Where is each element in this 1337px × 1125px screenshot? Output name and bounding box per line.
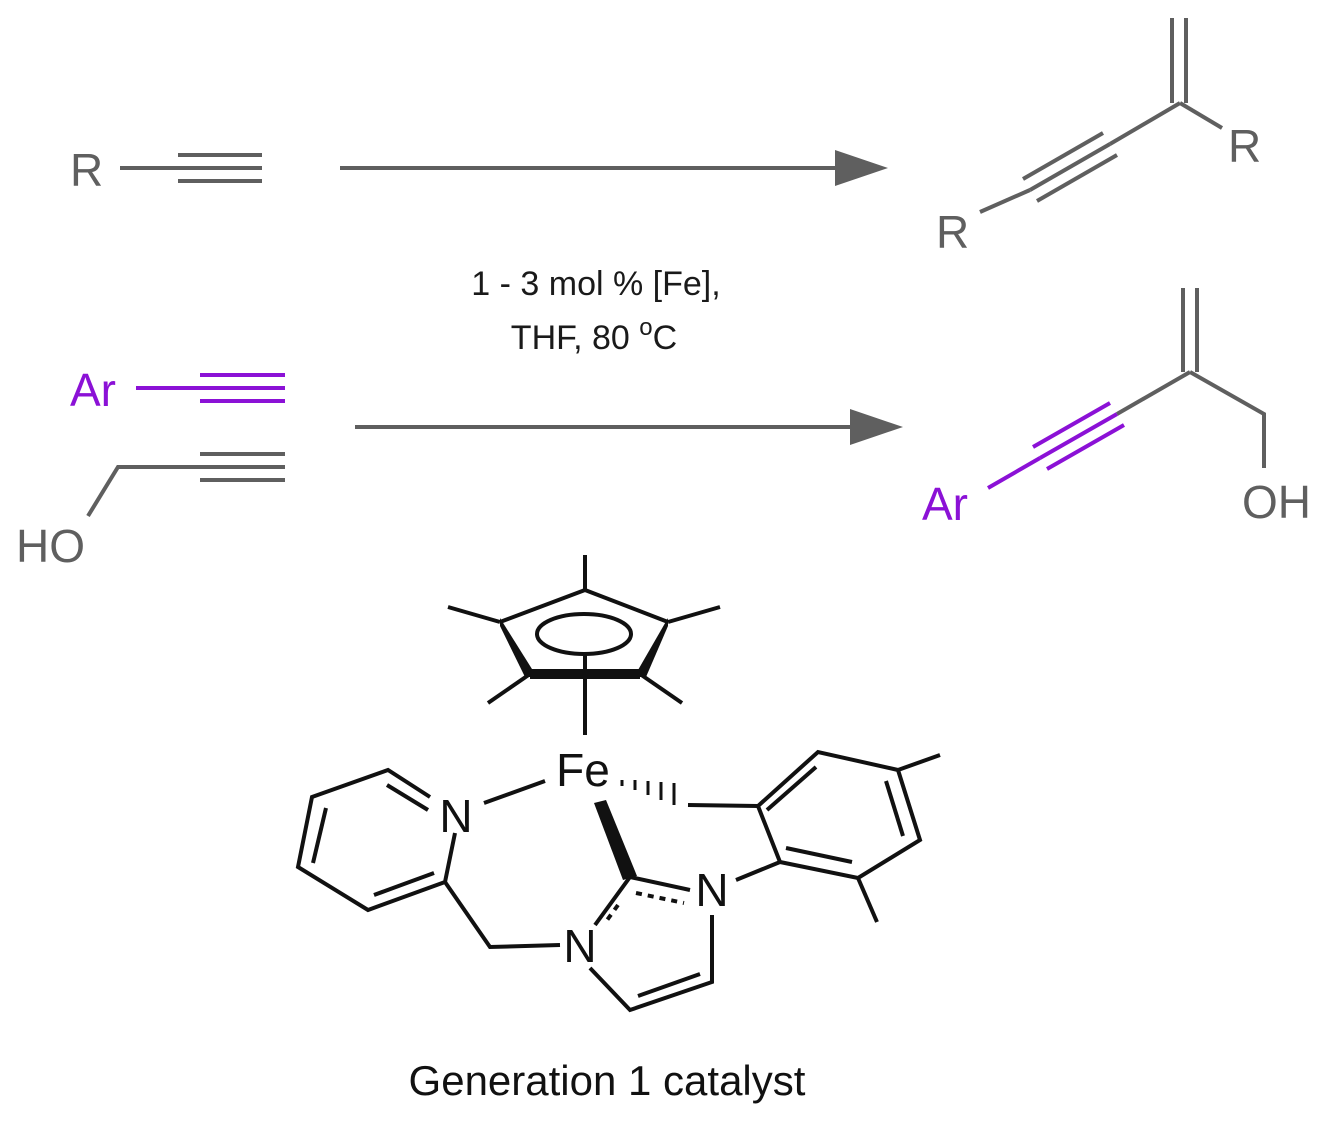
conditions-line-1: 1 - 3 mol % [Fe], (471, 265, 720, 303)
pyridine-double-2 (311, 807, 328, 864)
catalyst-caption: Generation 1 catalyst (409, 1057, 806, 1104)
reaction1-arrow (340, 150, 888, 186)
arrowhead (835, 150, 888, 186)
product-r-bond (1178, 101, 1224, 130)
reaction2-reactant-aryl-alkyne: Ar (70, 364, 285, 416)
product-alkyne-3 (1036, 153, 1118, 203)
pyridine-bonds (295, 767, 457, 913)
imidazole-backbone (588, 915, 714, 1013)
aryl-double-1 (785, 846, 853, 864)
reactant-ar-label: Ar (70, 364, 116, 416)
product2-alkyne-1 (1039, 412, 1118, 460)
reaction2-arrow (355, 409, 903, 445)
c2-n3-partial (635, 891, 685, 905)
c2-n1-bond (593, 875, 632, 927)
reactant-r-label: R (70, 144, 103, 196)
cp-methyl-bottom-right (638, 672, 684, 705)
reaction1-reactant: R (70, 144, 262, 196)
carbene-fe-wedge (594, 800, 637, 880)
conditions-celsius: C (653, 319, 678, 357)
degree-superscript: o (639, 314, 652, 341)
imidazole-n1-label: N (563, 920, 596, 972)
imidazolylidene-ring: N N (563, 800, 729, 1013)
product2-ch2oh-bonds (1189, 370, 1266, 468)
pyridine-ring: N (295, 767, 561, 950)
conditions-temp: THF, 80 (511, 319, 639, 357)
ho-label: HO (16, 520, 85, 572)
ch2-linker (443, 880, 561, 950)
cp-methyl-bottom-left (486, 672, 532, 705)
catalyst-structure: Fe N N N (295, 555, 941, 1104)
n-fe-bond (483, 779, 546, 805)
n-aryl-bond (735, 860, 781, 882)
cp-bond-top-right (584, 588, 669, 624)
cp-wedge-left (500, 618, 537, 677)
product-alkyne-1 (1029, 142, 1111, 192)
c2-n3-bond (629, 875, 691, 892)
fe-aryl-bond (687, 803, 759, 808)
pyridine-double-1 (385, 783, 430, 812)
aryl-double-3 (765, 765, 818, 812)
cp-wedge-right (634, 618, 668, 677)
product2-oh-label: OH (1242, 476, 1311, 528)
product-r-label-2: R (936, 206, 969, 258)
cp-aromatic-ring (535, 612, 633, 656)
c2-n1-partial (603, 903, 620, 925)
product2-enyne-bond (1116, 370, 1191, 416)
fe-label: Fe (556, 744, 610, 796)
cp-bond-top-left (499, 588, 586, 624)
product2-alkyne-2 (1032, 401, 1111, 449)
product2-ar-bond (987, 456, 1041, 490)
propargyl-ch2-bonds (86, 465, 200, 518)
cp-star-ligand (447, 555, 721, 735)
arrowhead-2 (850, 409, 903, 445)
reaction2-reactant-propargyl-alcohol: HO (16, 452, 285, 572)
cp-methyl-right (667, 605, 721, 624)
product-alkyne-2 (1022, 131, 1104, 181)
reaction-conditions: 1 - 3 mol % [Fe], THF, 80 oC (471, 265, 720, 357)
reaction2-product: OH Ar (922, 288, 1311, 530)
cp-methyl-left (447, 605, 501, 624)
aryl-methyl-para (897, 753, 941, 772)
enyne-single-bond (1108, 101, 1182, 146)
conditions-line-2: THF, 80 oC (511, 314, 677, 357)
cyclometalated-aryl (620, 749, 941, 923)
imidazole-n3-label: N (695, 864, 728, 916)
product2-ar-label: Ar (922, 478, 968, 530)
imidazole-double (637, 972, 701, 998)
product-r-label-1: R (1228, 120, 1261, 172)
pyridine-double-3 (373, 871, 435, 897)
reaction1-product: R R (936, 18, 1261, 258)
product2-alkyne-3 (1046, 423, 1125, 471)
product-r-bond-2 (979, 188, 1031, 214)
aryl-methyl-ortho (856, 877, 879, 923)
aryl-double-2 (884, 780, 905, 837)
